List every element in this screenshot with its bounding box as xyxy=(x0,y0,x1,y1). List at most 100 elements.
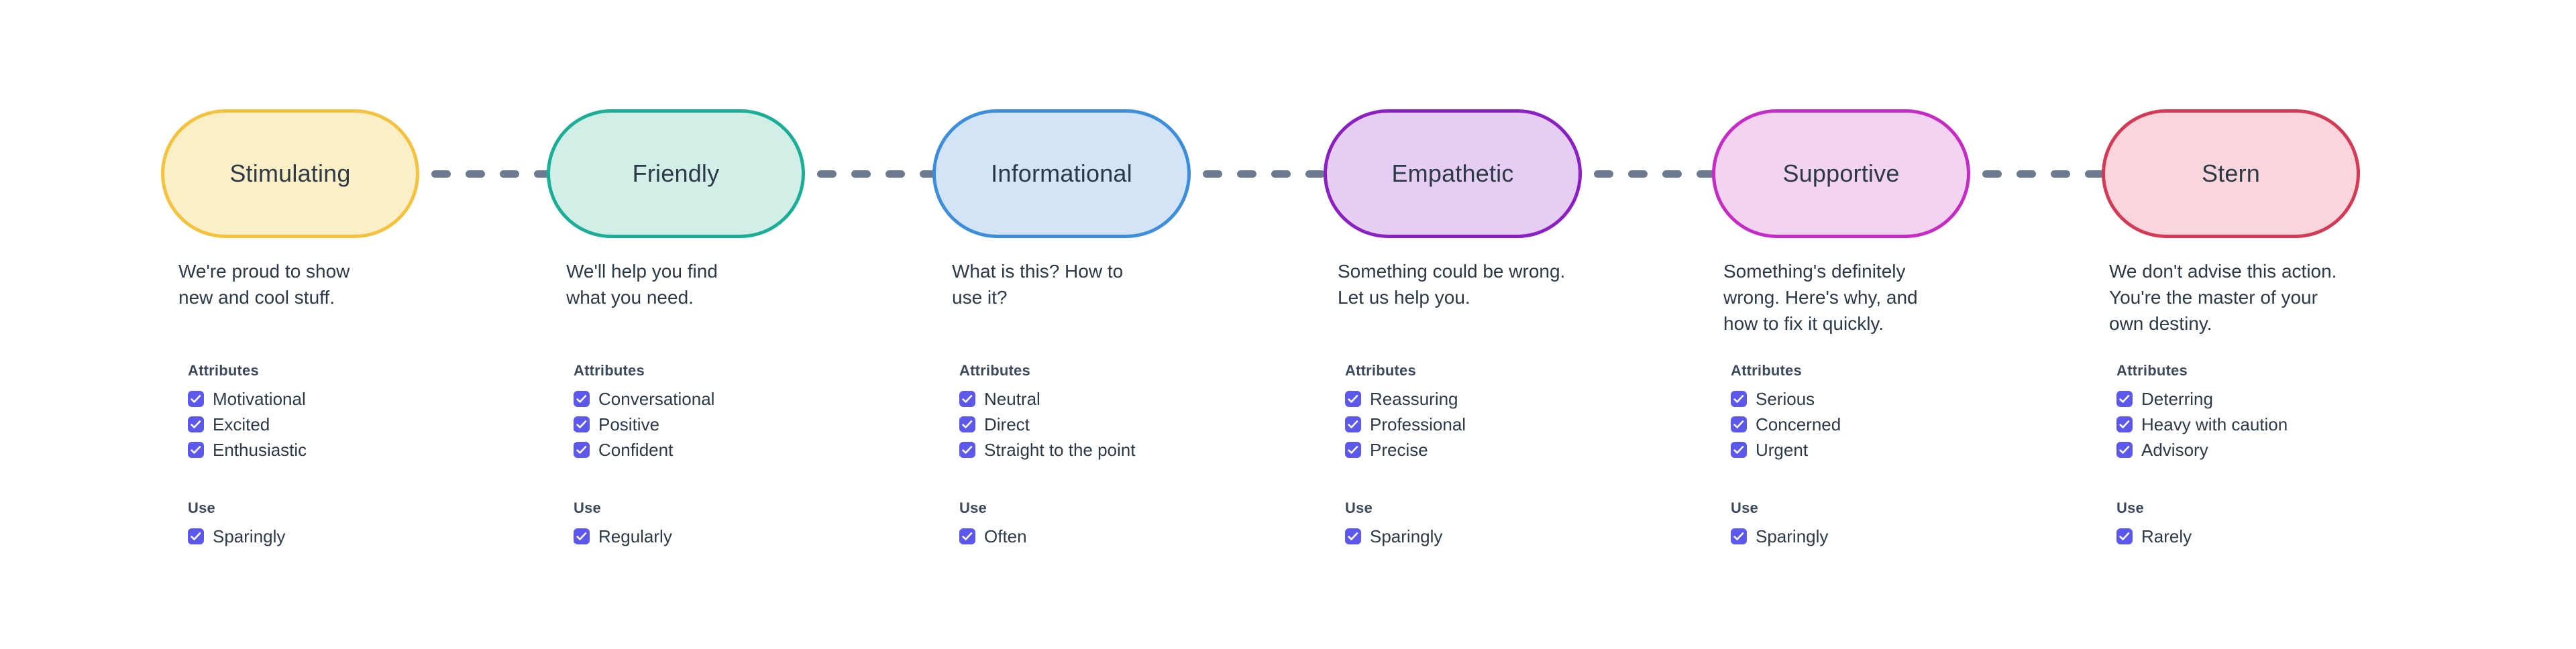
use-heading: Use xyxy=(188,499,215,516)
attributes-item[interactable]: Heavy with caution xyxy=(2116,412,2438,437)
tone-pill-label: Friendly xyxy=(632,160,720,187)
tone-pill[interactable]: Stern xyxy=(2102,109,2360,238)
dash-segment xyxy=(1271,170,1291,178)
checkbox-checked-icon[interactable] xyxy=(2116,416,2133,432)
use-item[interactable]: Sparingly xyxy=(1731,524,2053,549)
use-heading: Use xyxy=(959,499,987,516)
attributes-item-label: Reassuring xyxy=(1370,389,1458,409)
attributes-item[interactable]: Positive xyxy=(574,412,896,437)
tone-pill[interactable]: Friendly xyxy=(547,109,805,238)
dash-segment xyxy=(500,170,519,178)
attributes-item[interactable]: Deterring xyxy=(2116,386,2438,412)
checkbox-checked-icon[interactable] xyxy=(574,416,590,432)
checkbox-checked-icon[interactable] xyxy=(2116,442,2133,458)
checkbox-checked-icon[interactable] xyxy=(959,391,975,407)
checkbox-checked-icon[interactable] xyxy=(959,442,975,458)
use-item[interactable]: Sparingly xyxy=(1345,524,1667,549)
dash-segment xyxy=(920,170,939,178)
dash-segment xyxy=(1203,170,1222,178)
attributes-item[interactable]: Straight to the point xyxy=(959,437,1281,463)
attributes-item[interactable]: Conversational xyxy=(574,386,896,412)
attributes-item[interactable]: Confident xyxy=(574,437,896,463)
attributes-item[interactable]: Serious xyxy=(1731,386,2053,412)
use-item[interactable]: Regularly xyxy=(574,524,896,549)
dash-segment xyxy=(1662,170,1682,178)
tone-pill-label: Supportive xyxy=(1782,160,1900,187)
checkbox-checked-icon[interactable] xyxy=(1345,416,1361,432)
attributes-item[interactable]: Urgent xyxy=(1731,437,2053,463)
tone-description: We're proud to show new and cool stuff. xyxy=(178,261,350,308)
attributes-item-label: Advisory xyxy=(2141,440,2208,460)
use-item[interactable]: Rarely xyxy=(2116,524,2438,549)
checkbox-checked-icon[interactable] xyxy=(574,442,590,458)
tone-description: Something could be wrong. Let us help yo… xyxy=(1338,261,1566,308)
checkbox-checked-icon[interactable] xyxy=(188,528,204,544)
checkbox-checked-icon[interactable] xyxy=(188,391,204,407)
checkbox-checked-icon[interactable] xyxy=(2116,391,2133,407)
use-heading: Use xyxy=(1345,499,1373,516)
attributes-heading: Attributes xyxy=(959,362,1030,379)
dash-segment xyxy=(851,170,871,178)
tone-description: What is this? How to use it? xyxy=(952,261,1124,308)
checkbox-checked-icon[interactable] xyxy=(574,391,590,407)
dashed-line-icon xyxy=(1203,170,1325,178)
attributes-item-label: Precise xyxy=(1370,440,1428,460)
attributes-heading: Attributes xyxy=(1345,362,1416,379)
attributes-item[interactable]: Professional xyxy=(1345,412,1667,437)
tone-pill[interactable]: Empathetic xyxy=(1324,109,1582,238)
attributes-item[interactable]: Advisory xyxy=(2116,437,2438,463)
attributes-item[interactable]: Precise xyxy=(1345,437,1667,463)
use-item[interactable]: Often xyxy=(959,524,1281,549)
attributes-item-label: Professional xyxy=(1370,414,1466,434)
tone-pill-label: Informational xyxy=(991,160,1132,187)
attributes-item[interactable]: Excited xyxy=(188,412,510,437)
checkbox-checked-icon[interactable] xyxy=(1345,442,1361,458)
use-heading: Use xyxy=(574,499,601,516)
tone-pill[interactable]: Informational xyxy=(932,109,1191,238)
checkbox-checked-icon[interactable] xyxy=(1731,416,1747,432)
checkbox-checked-icon[interactable] xyxy=(1731,442,1747,458)
tone-pill[interactable]: Supportive xyxy=(1712,109,1970,238)
attributes-item[interactable]: Reassuring xyxy=(1345,386,1667,412)
dash-segment xyxy=(1594,170,1613,178)
attributes-item[interactable]: Concerned xyxy=(1731,412,2053,437)
attributes-item[interactable]: Neutral xyxy=(959,386,1281,412)
attributes-item-label: Excited xyxy=(213,414,270,434)
use-item[interactable]: Sparingly xyxy=(188,524,510,549)
attributes-item-label: Straight to the point xyxy=(984,440,1136,460)
checkbox-checked-icon[interactable] xyxy=(574,528,590,544)
dash-segment xyxy=(466,170,485,178)
tone-pill-label: Stern xyxy=(2201,160,2261,187)
tone-pill[interactable]: Stimulating xyxy=(161,109,419,238)
checkbox-checked-icon[interactable] xyxy=(1345,528,1361,544)
dash-segment xyxy=(817,170,837,178)
attributes-item[interactable]: Direct xyxy=(959,412,1281,437)
attributes-item-label: Direct xyxy=(984,414,1030,434)
dash-segment xyxy=(2051,170,2070,178)
checkbox-checked-icon[interactable] xyxy=(1731,391,1747,407)
dash-segment xyxy=(1628,170,1648,178)
checkbox-checked-icon[interactable] xyxy=(188,442,204,458)
attributes-item-label: Enthusiastic xyxy=(213,440,307,460)
checkbox-checked-icon[interactable] xyxy=(188,416,204,432)
attributes-item-label: Heavy with caution xyxy=(2141,414,2288,434)
checkbox-checked-icon[interactable] xyxy=(1731,528,1747,544)
attributes-item-label: Motivational xyxy=(213,389,306,409)
attributes-item[interactable]: Enthusiastic xyxy=(188,437,510,463)
dashed-line-icon xyxy=(1982,170,2104,178)
checkbox-checked-icon[interactable] xyxy=(2116,528,2133,544)
attributes-item[interactable]: Motivational xyxy=(188,386,510,412)
attributes-item-label: Concerned xyxy=(1756,414,1841,434)
checkbox-checked-icon[interactable] xyxy=(959,416,975,432)
dash-segment xyxy=(1237,170,1256,178)
checkbox-checked-icon[interactable] xyxy=(959,528,975,544)
checkbox-checked-icon[interactable] xyxy=(1345,391,1361,407)
